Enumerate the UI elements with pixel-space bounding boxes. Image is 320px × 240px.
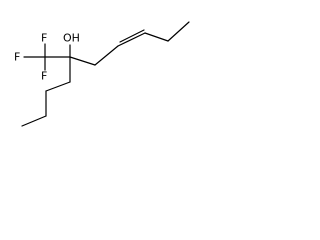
fluorine-label-top: F [41, 32, 47, 45]
bond-chain-5 [167, 21, 190, 42]
fluorine-label-left: F [14, 51, 20, 64]
atom-labels: F F F OH [14, 32, 80, 83]
molecule-structure-diagram: F F F OH [14, 21, 190, 127]
bond-butyl-2 [45, 81, 71, 92]
bond-chain-2 [94, 45, 119, 66]
bond-chain-4 [144, 32, 169, 42]
fluorine-label-bottom: F [41, 70, 47, 83]
bond-chain-1 [69, 56, 96, 66]
bond-chain-3-double-inner [119, 29, 145, 43]
hydroxyl-label: OH [63, 32, 80, 45]
bond-chain-3-double [117, 32, 146, 47]
bond-butyl-4 [21, 115, 47, 127]
bond-layer [21, 21, 190, 127]
